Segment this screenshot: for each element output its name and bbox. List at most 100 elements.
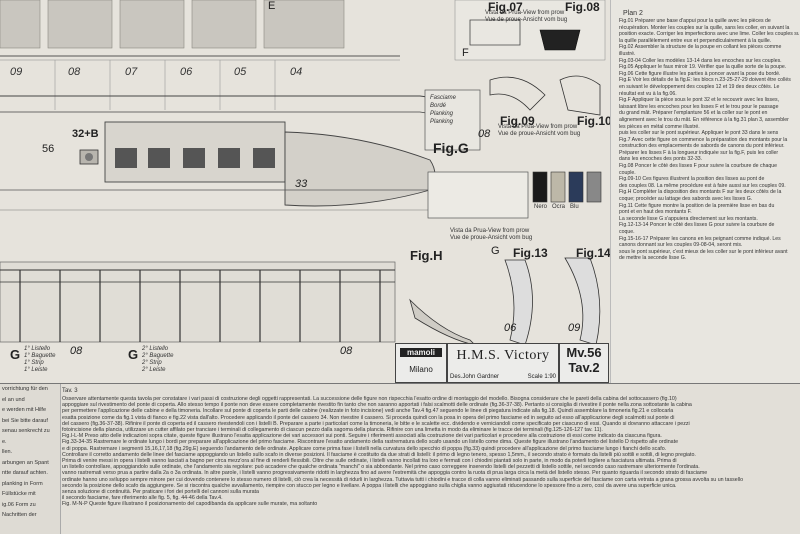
mamoli-logo: mamoli Milano: [395, 343, 447, 383]
listello-1: 1° Baguette: [24, 353, 56, 359]
french-text-line: résultat est vu à la fig.06.: [619, 90, 677, 97]
french-text-line: en suivant le développement des couples …: [619, 83, 780, 90]
french-text-line: Fig.H Compléter la disposition des monta…: [619, 189, 782, 196]
view-caption: Vista da Prua-View from prow Vue de prou…: [450, 228, 533, 241]
fig-g-label: Fig.G: [433, 140, 469, 156]
french-text-line: alignement avec le trou du mât. En référ…: [619, 116, 789, 123]
listello-1: 1° Listello: [24, 346, 51, 352]
french-text-line: laissant libre les encoches pour les lis…: [619, 103, 779, 110]
part-label: 08: [70, 345, 83, 357]
fig-14-label: Fig.14: [576, 246, 611, 260]
german-text-fragment: Nachritten der: [2, 512, 37, 518]
rib-number: 05: [234, 66, 247, 78]
part-label: E: [268, 0, 276, 12]
plate-box: Mv.56 Tav.2: [559, 343, 609, 383]
listello-2: 2° Leiste: [142, 367, 166, 373]
part-label: F: [462, 47, 469, 59]
italian-text-line: e di poppa. Rastremare i segmenti 15,16,…: [62, 445, 667, 452]
french-text-line: Fig.12-13-14 Poncer le côté des lisses G…: [619, 222, 775, 229]
part-label: 08: [478, 128, 491, 140]
french-text-line: La seconde lisse G s'appuiera directemen…: [619, 215, 758, 222]
french-text-line: des couples 08. La même procédure est à …: [619, 182, 786, 189]
fig-08-label: Fig.08: [565, 0, 600, 14]
fig-h-label: Fig.H: [410, 248, 443, 263]
german-text-fragment: ntte darauf achten.: [2, 470, 48, 476]
french-header: Plan 2: [623, 10, 643, 17]
french-text-line: coque.: [619, 229, 635, 235]
french-text-line: Préparer les lisses F à la longueur indi…: [619, 149, 779, 156]
fig-10-label: Fig.10: [577, 114, 612, 128]
mamoli-logo-text: mamoli: [400, 348, 442, 357]
french-text-line: construction des emplacements de sabords…: [619, 143, 785, 150]
ship-name-box: H.M.S. Victory Des.John Gardner Scale 1:…: [447, 343, 559, 383]
listello-2: 2° Listello: [142, 346, 169, 352]
german-text-fragment: bei Sie bitte darauf: [2, 417, 48, 424]
rib-number: 09: [10, 66, 23, 78]
ship-name: H.M.S. Victory: [456, 348, 550, 363]
listello-2: 2° Baguette: [142, 353, 174, 359]
italian-text-line: senza soluzione di continuità. Per prati…: [62, 489, 259, 496]
french-text-line: Fig.08 Poncer le côté des lisses F pour …: [619, 163, 778, 170]
french-text-line: canons donnant sur les couples 09-08-04,…: [619, 242, 743, 249]
french-text-line: couple.: [619, 169, 636, 176]
planking-legend-en: Planking: [430, 111, 454, 117]
strip-marker-g: G: [128, 347, 139, 362]
french-text-line: Fig.09-10 Ces figures illustrent la posi…: [619, 176, 765, 183]
german-fragment-column: vorrichtung für den el an und e werden mit…: [0, 384, 61, 534]
part-label: 08: [340, 345, 353, 357]
plate-tav: Tav.2: [568, 360, 600, 375]
italian-text-line: Osservare attentamente questa tavola per…: [62, 396, 677, 402]
city-label: Milano: [409, 365, 433, 374]
german-text-fragment: Füllstücke mit: [2, 491, 36, 497]
hull-plan-drawing: 09 08 07 06 05 04 32+B 56 33 08 08 08 06…: [0, 0, 612, 383]
italian-instructions: vorrichtung für den el an und e werden mit…: [0, 383, 800, 534]
rib-number: 04: [290, 66, 303, 78]
fig-09-label: Fig.09: [500, 114, 535, 128]
french-text-line: Fig.01 Préparer une base d'appui pour la…: [619, 18, 771, 24]
german-text-fragment: llen.: [2, 449, 13, 455]
italian-text-line: Fig.I-L-M Preso atto delle indicazioni s…: [62, 433, 662, 440]
german-text-fragment: e werden mit Hilfe: [2, 407, 47, 413]
german-text-fragment: el an und: [2, 396, 25, 403]
planking-legend-fr: Bordé: [430, 103, 447, 109]
french-text-line: Fig.15-16-17 Préparer les canons en les …: [619, 235, 781, 242]
french-text-line: Fig.02 Assembler la structure de la poup…: [619, 44, 782, 51]
german-text-fragment: arbungen an Spant: [2, 459, 49, 466]
german-text-fragment: senau senkrecht zu: [2, 428, 50, 434]
part-label: 56: [42, 143, 55, 155]
italian-text-line: ordinate hanno uno sviluppo sempre minor…: [62, 476, 744, 483]
french-text-line: les pièces en métal comme illustré.: [619, 123, 700, 130]
italian-paragraph: Osservare attentamente questa tavola per…: [62, 396, 797, 508]
german-text-fragment: vorrichtung für den: [2, 386, 48, 392]
german-text-fragment: ig.06 Form zu: [2, 501, 36, 508]
part-label: 06: [504, 322, 517, 334]
french-text-line: récupération. Monter les couples sur la …: [619, 24, 790, 31]
french-text-line: pont et en haut des montants F.: [619, 209, 692, 216]
part-label: 33: [295, 178, 308, 190]
color-label-blue: Blu: [570, 204, 579, 210]
italian-text-line: per permettere l'applicazione delle cabi…: [62, 408, 674, 415]
italian-text-line: il secondo fasciame, fare riferimento al…: [62, 495, 223, 502]
plan-svg: [0, 0, 610, 383]
german-text-fragment: planking in Form: [2, 480, 43, 487]
french-text-line: puis les coller sur le pont supérieur. A…: [619, 130, 779, 137]
listello-2: 2° Strip: [142, 360, 162, 366]
italian-header: Tav. 3: [62, 388, 78, 394]
french-text-line: dans les encoches des ponts 32-33.: [619, 156, 703, 163]
italian-text-line: Fig. M-N-P Queste figure illustrano il p…: [62, 501, 318, 508]
italian-text-line: secondo la posizione dello scafo da aggi…: [62, 482, 677, 489]
color-label-ochre: Ocra: [552, 204, 566, 210]
italian-text-line: un listello controllare, appoggiandolo s…: [62, 464, 700, 471]
italian-text-line: del cassero (fig.36-37-38). Rifinire il …: [62, 420, 690, 427]
view-caption: Vista da Prua-View from prow Vue de prou…: [485, 10, 568, 23]
french-text-line: Fig.06 Cette figure illustre les parties…: [619, 70, 781, 77]
listello-1: 1° Strip: [24, 360, 44, 366]
italian-text-line: vanno rastremati verso prua a partire da…: [62, 470, 708, 477]
italian-text-line: fotoincisione della plancia, utilizzare …: [62, 427, 603, 434]
title-block: mamoli Milano H.M.S. Victory Des.John Ga…: [395, 343, 610, 383]
italian-text-line: esatta posizione come da fig.1 vista di …: [62, 414, 675, 421]
italian-text-line: Prima di venire messi in opera i listell…: [62, 458, 677, 465]
italian-text-line: appoggiare sul rivestimento del ponte di…: [62, 402, 692, 409]
fig-13-label: Fig.13: [513, 246, 548, 260]
